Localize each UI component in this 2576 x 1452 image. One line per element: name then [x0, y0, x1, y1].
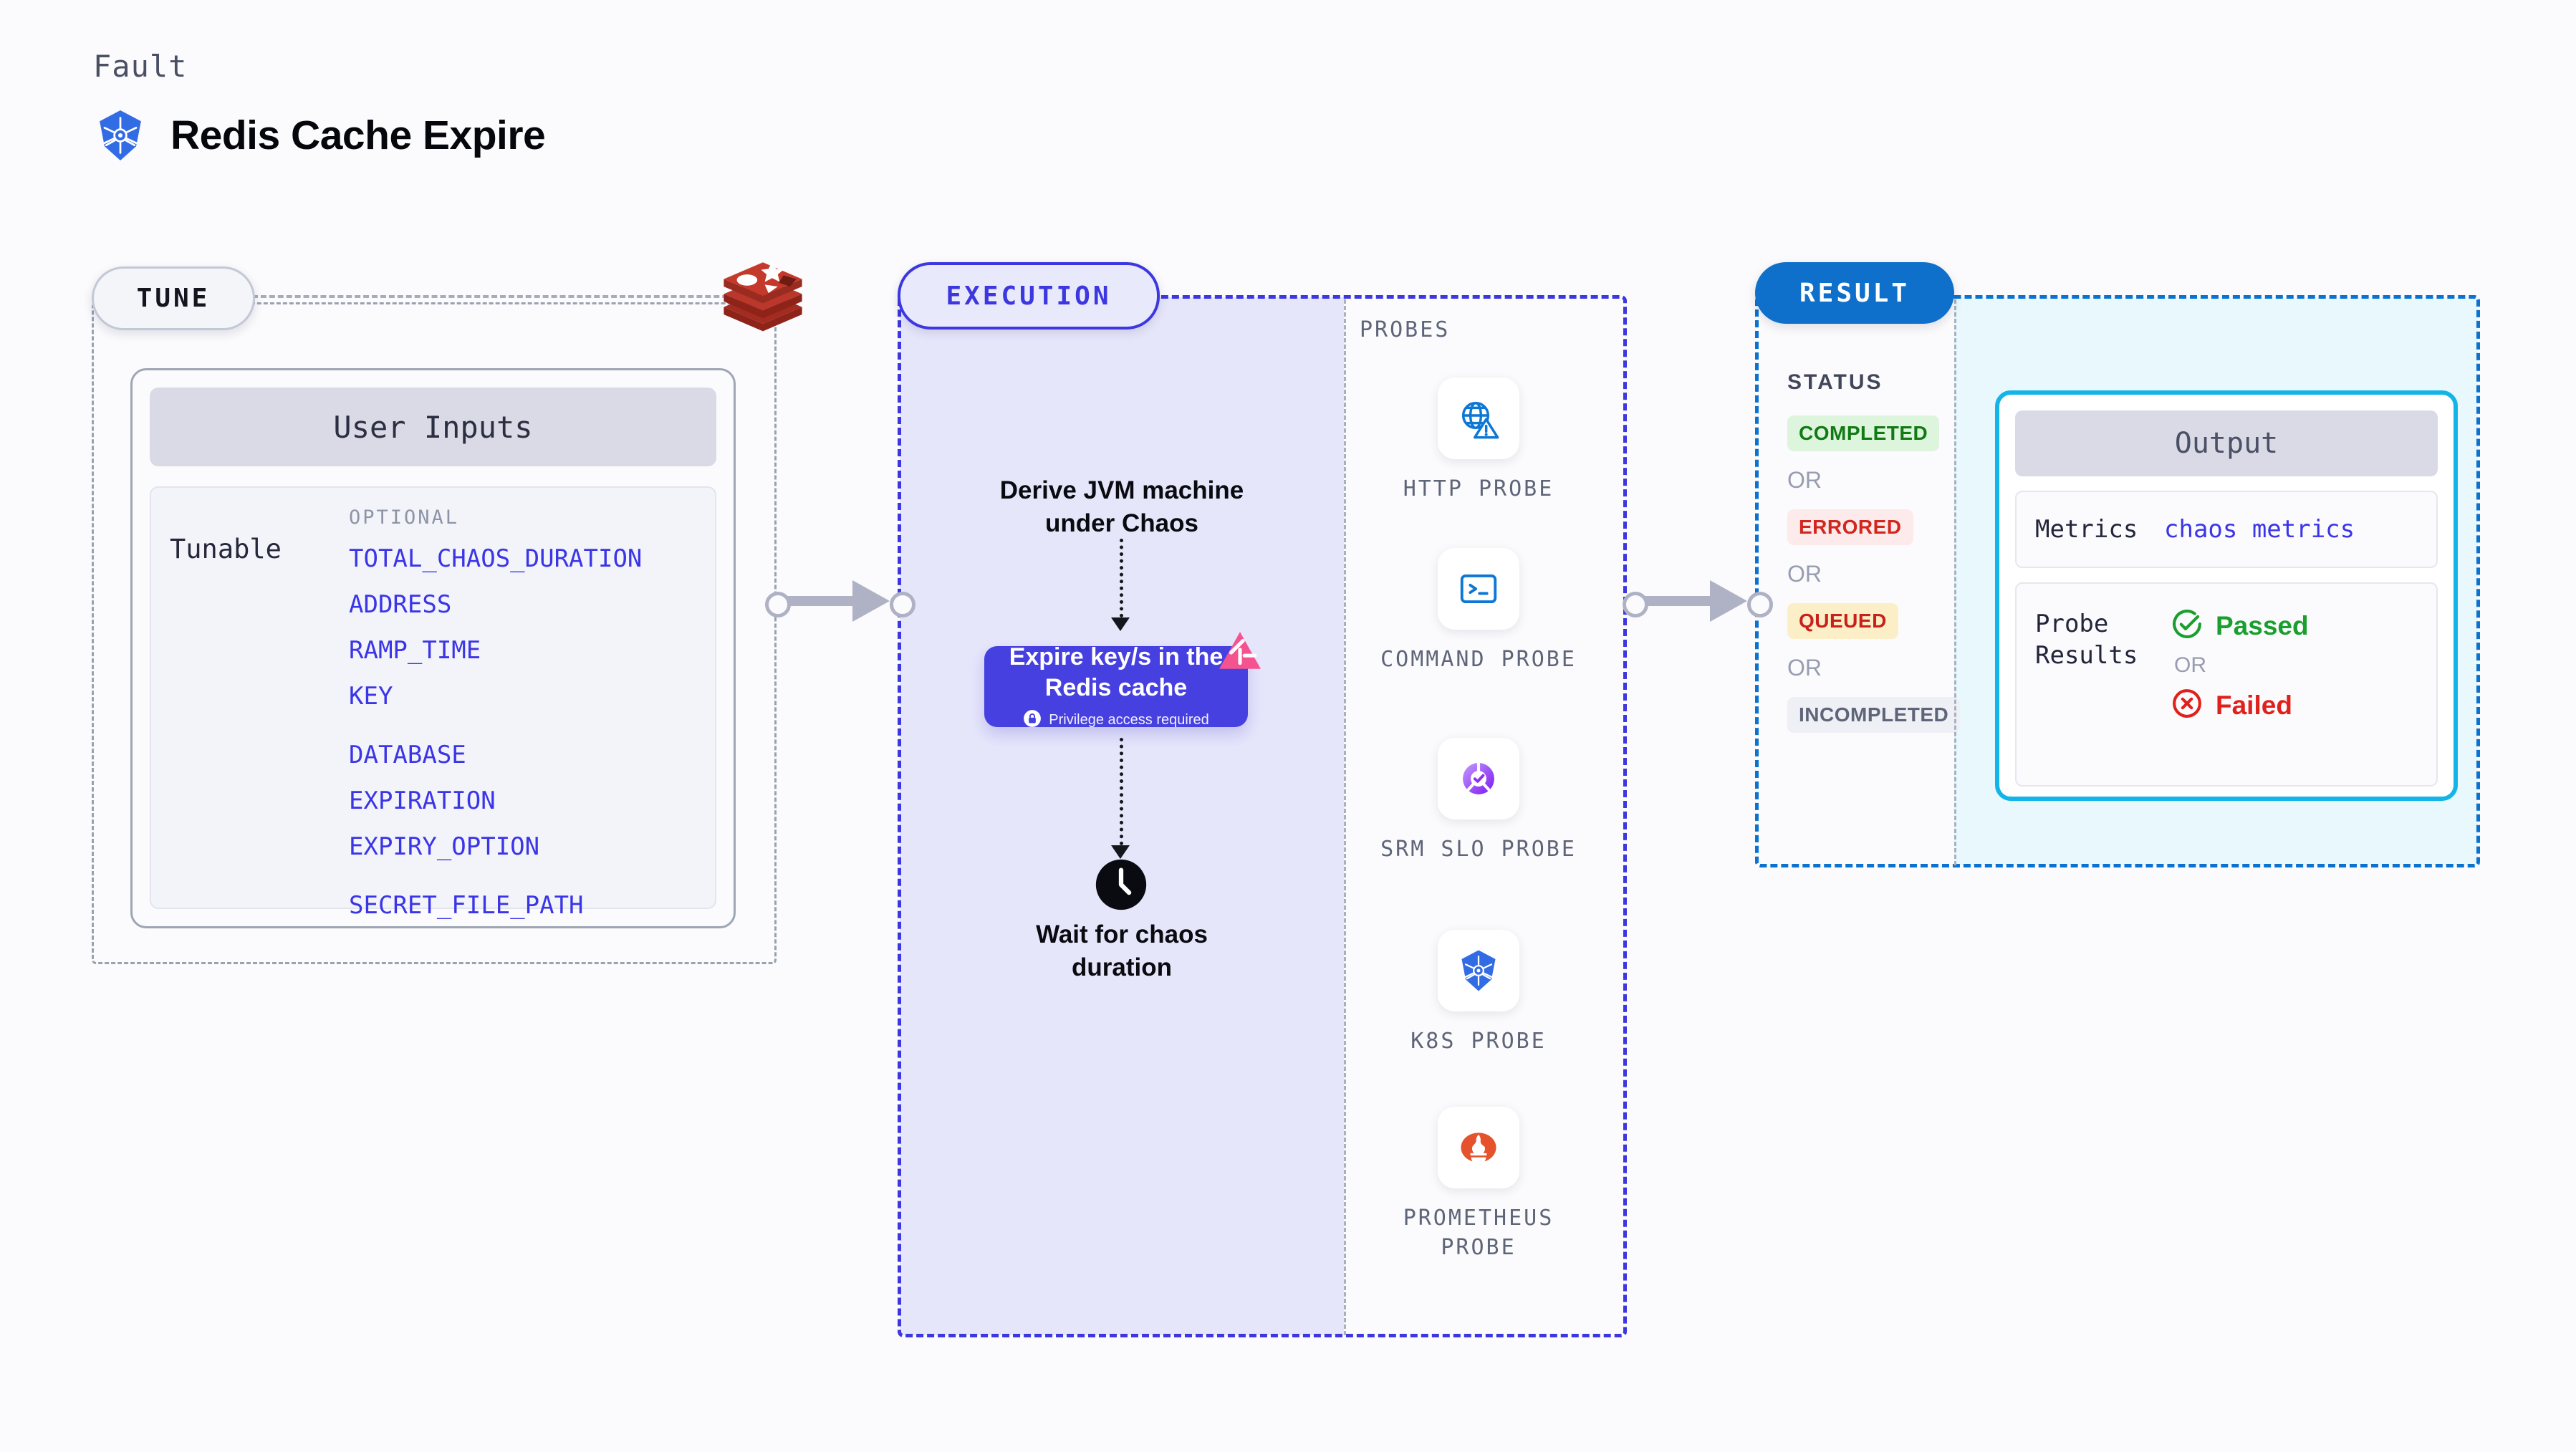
- title-row: Redis Cache Expire: [93, 108, 546, 163]
- param-item[interactable]: DATABASE: [349, 741, 466, 769]
- probe-results-key: Probe Results: [2035, 610, 2138, 670]
- or-separator: OR: [1787, 655, 1822, 681]
- optional-label: OPTIONAL: [349, 506, 460, 529]
- param-item[interactable]: EXPIRY_OPTION: [349, 832, 540, 861]
- status-divider: [1954, 299, 1956, 865]
- prometheus-icon: [1438, 1107, 1519, 1188]
- param-item[interactable]: ADDRESS: [349, 590, 452, 619]
- output-probe-results-row: Probe Results Passed OR: [2015, 582, 2438, 787]
- execution-section-panel: [898, 295, 1627, 1337]
- action-card-title: Expire key/s in the Redis cache: [1009, 643, 1224, 701]
- or-separator: OR: [1787, 561, 1822, 587]
- execution-step-derive: Derive JVM machine under Chaos: [999, 476, 1244, 538]
- tunable-params-box: Tunable OPTIONAL TOTAL_CHAOS_DURATION AD…: [150, 486, 716, 920]
- result-pill-label: RESULT: [1799, 278, 1911, 308]
- failed-label: Failed: [2216, 690, 2292, 720]
- connector-execution-to-result: [1623, 580, 1773, 623]
- arrow-action-to-wait-head: [1111, 845, 1130, 859]
- redis-logo: [716, 249, 809, 342]
- probe-results-values: Passed OR Failed: [2164, 608, 2436, 785]
- privilege-note: Privilege access required: [1023, 709, 1209, 731]
- status-badge-queued: QUEUED: [1787, 603, 1898, 639]
- probes-section-label: PROBES: [1360, 317, 1451, 342]
- probe-result-passed: Passed: [2171, 608, 2436, 643]
- result-section-panel: [1755, 295, 2480, 867]
- param-item[interactable]: EXPIRATION: [349, 787, 496, 815]
- arrow-derive-to-action-head: [1111, 617, 1130, 631]
- probe-item-http[interactable]: HTTP PROBE: [1371, 378, 1586, 504]
- probe-item-prometheus[interactable]: PROMETHEUS PROBE: [1371, 1107, 1586, 1262]
- status-badge-completed: COMPLETED: [1787, 415, 1940, 451]
- tune-source-dashed-line: [252, 295, 754, 298]
- x-circle-icon: [2171, 688, 2203, 723]
- clock-icon: [1095, 858, 1148, 911]
- metrics-value-link[interactable]: chaos metrics: [2164, 515, 2355, 544]
- lock-icon: [1023, 709, 1042, 731]
- param-item[interactable]: SECRET_FILE_PATH: [349, 891, 584, 920]
- arrow-action-to-wait: [1120, 738, 1123, 845]
- passed-label: Passed: [2216, 610, 2309, 640]
- or-separator: OR: [1787, 467, 1822, 493]
- user-inputs-card: User Inputs Tunable OPTIONAL TOTAL_CHAOS…: [130, 368, 736, 928]
- status-badge-incompleted: INCOMPLETED: [1787, 697, 1961, 733]
- page-header: Fault Redis Cache Expire: [93, 49, 546, 163]
- user-inputs-title: User Inputs: [150, 388, 716, 466]
- probe-label: PROMETHEUS PROBE: [1403, 1206, 1554, 1260]
- litmus-chaos-icon: [1218, 630, 1262, 672]
- param-item[interactable]: KEY: [349, 682, 393, 711]
- probe-item-k8s[interactable]: K8S PROBE: [1371, 930, 1586, 1057]
- privilege-note-text: Privilege access required: [1049, 712, 1209, 729]
- tune-pill-label: TUNE: [136, 284, 211, 313]
- param-item[interactable]: TOTAL_CHAOS_DURATION: [349, 544, 643, 573]
- probe-label: K8S PROBE: [1410, 1029, 1547, 1054]
- tune-section-panel: [92, 302, 777, 964]
- globe-warning-icon: [1438, 378, 1519, 459]
- kubernetes-icon: [1438, 930, 1519, 1011]
- execution-section-pill[interactable]: EXECUTION: [898, 262, 1160, 330]
- execution-step-wait: Wait for chaos duration: [1036, 920, 1208, 982]
- output-card: Output Metrics chaos metrics Probe Resul…: [1995, 390, 2458, 801]
- arrow-derive-to-action: [1120, 539, 1123, 617]
- eyebrow-label: Fault: [93, 49, 188, 84]
- kubernetes-icon: [93, 108, 148, 163]
- or-separator: OR: [2174, 653, 2206, 677]
- page-title: Redis Cache Expire: [170, 112, 546, 158]
- check-circle-icon: [2171, 608, 2203, 643]
- param-item[interactable]: RAMP_TIME: [349, 636, 481, 665]
- status-badge-errored: ERRORED: [1787, 509, 1913, 545]
- tune-section-pill[interactable]: TUNE: [92, 266, 255, 330]
- probe-item-command[interactable]: COMMAND PROBE: [1371, 548, 1586, 675]
- execution-action-card[interactable]: Expire key/s in the Redis cache Privileg…: [984, 643, 1248, 728]
- probe-result-failed: Failed: [2171, 688, 2436, 723]
- execution-pill-label: EXECUTION: [946, 281, 1112, 311]
- output-title: Output: [2015, 410, 2438, 476]
- terminal-icon: [1438, 548, 1519, 630]
- tunable-params-list: OPTIONAL TOTAL_CHAOS_DURATION ADDRESS RA…: [349, 506, 715, 920]
- slo-gauge-check-icon: [1438, 738, 1519, 819]
- probe-label: HTTP PROBE: [1403, 476, 1554, 501]
- probes-divider: [1344, 299, 1346, 1335]
- status-list: COMPLETED OR ERRORED OR QUEUED OR INCOMP…: [1787, 415, 1961, 733]
- connector-tune-to-execution: [765, 580, 915, 623]
- probe-label: SRM SLO PROBE: [1380, 837, 1577, 862]
- probe-item-srm-slo[interactable]: SRM SLO PROBE: [1371, 738, 1586, 865]
- output-metrics-row: Metrics chaos metrics: [2015, 491, 2438, 568]
- metrics-key: Metrics: [2035, 514, 2138, 544]
- result-section-pill[interactable]: RESULT: [1755, 262, 1954, 324]
- tunable-label: Tunable: [170, 534, 282, 564]
- probe-label: COMMAND PROBE: [1380, 647, 1577, 672]
- status-label: STATUS: [1787, 370, 1883, 394]
